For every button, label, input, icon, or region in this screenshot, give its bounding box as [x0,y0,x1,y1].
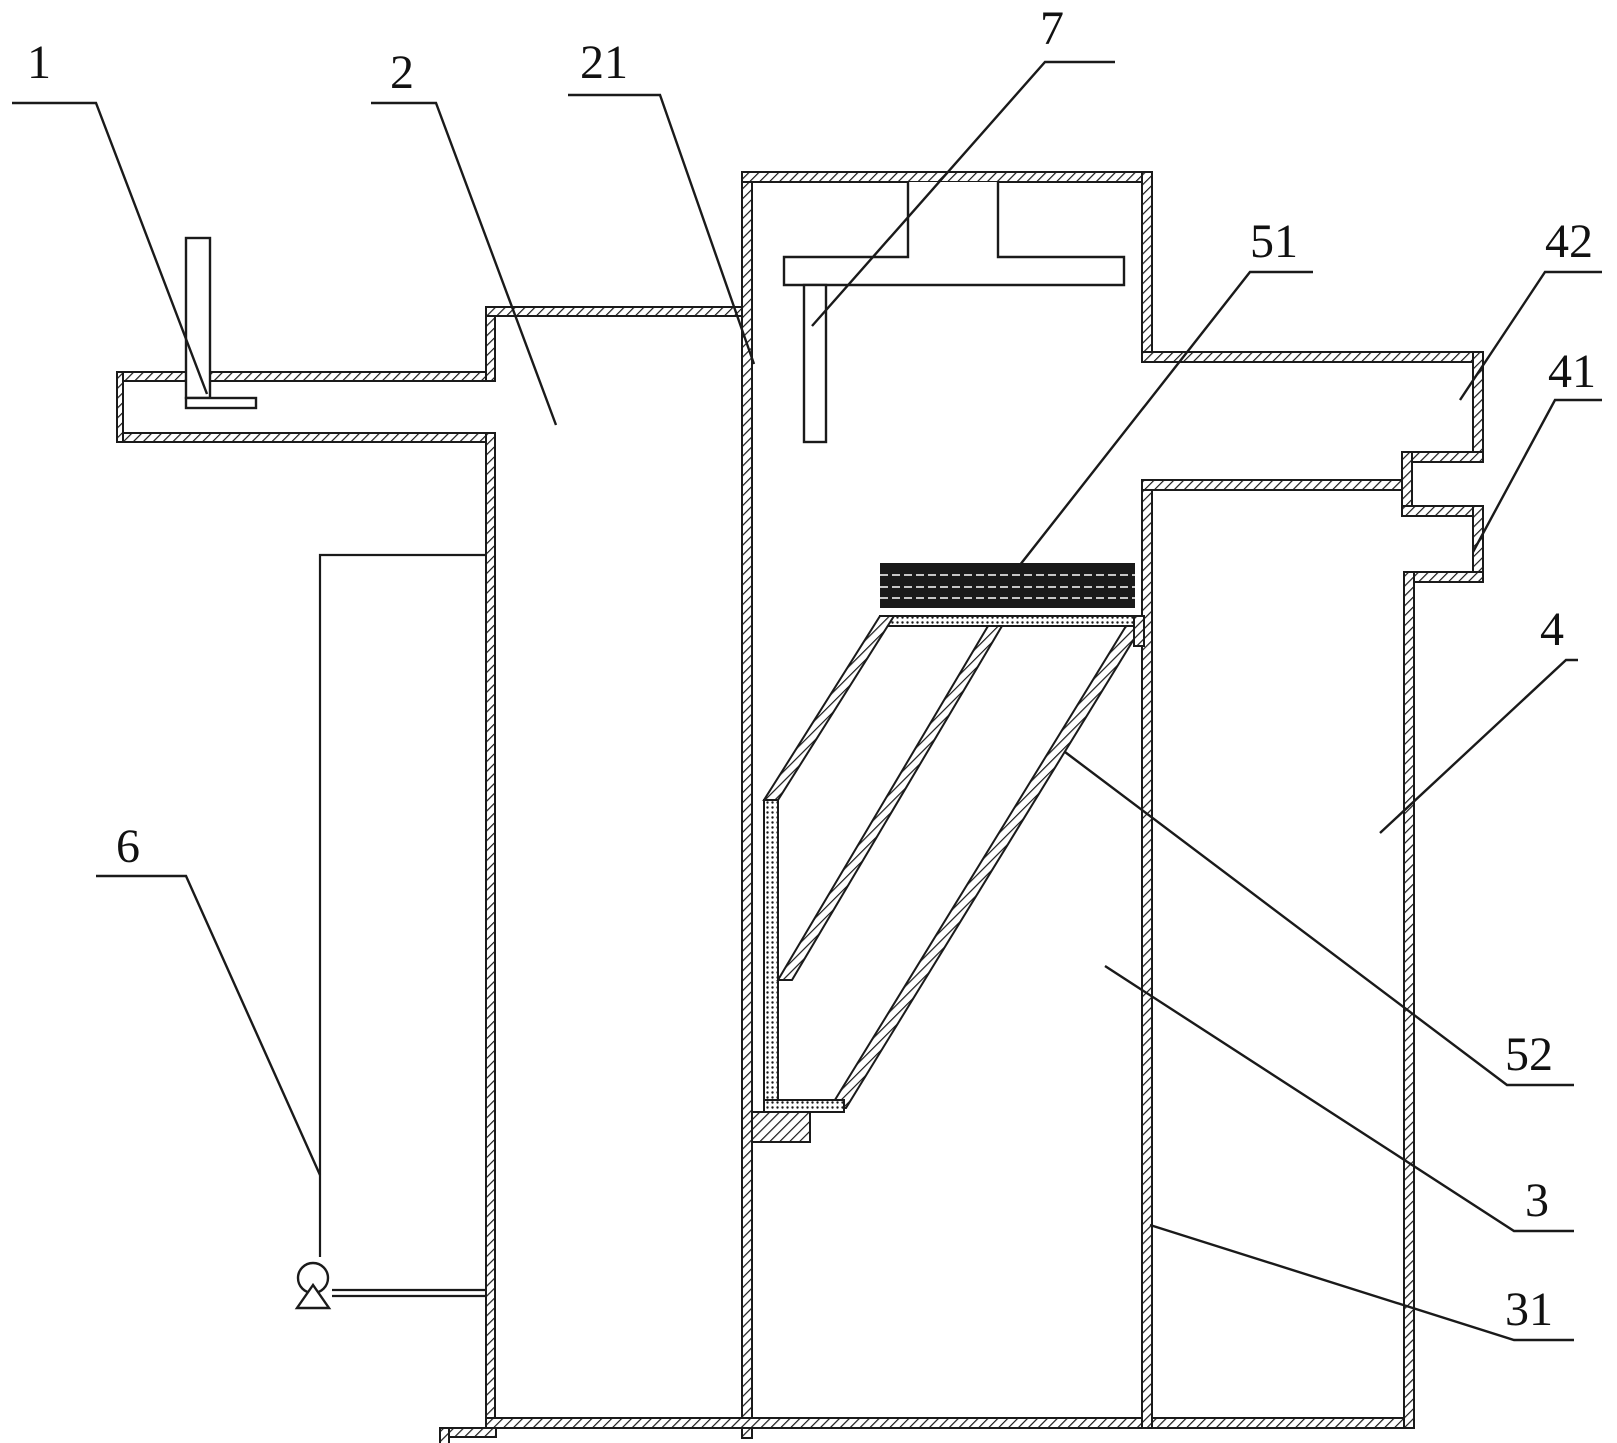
tank-2-walls [116,175,753,1443]
pump-icon [294,1261,332,1310]
filter-block [880,563,1135,608]
label-tank-middle: 3 [1525,1174,1549,1227]
label-wall-middle: 31 [1505,1283,1553,1336]
tank-4-walls [1141,451,1484,1429]
leader-lines [12,60,1602,1342]
tank-3-walls [741,171,1484,1429]
label-inclined-plate: 51 [1250,215,1298,268]
label-tank-first: 2 [390,46,414,99]
stirrer [782,182,1126,444]
labels: 1 2 21 7 51 42 41 4 6 52 3 31 [27,2,1596,1336]
label-stirrer: 7 [1040,2,1064,55]
label-pump: 6 [116,820,140,873]
label-wall-first: 21 [580,36,628,89]
label-outlet-lower: 41 [1548,345,1596,398]
label-inlet-pipe: 1 [27,36,51,89]
pump-line [318,553,486,1298]
tank-bottom [485,1417,1415,1429]
label-outlet-upper: 42 [1545,215,1593,268]
label-tank-outer: 4 [1540,603,1564,656]
inclined-plate-assembly [751,563,1145,1143]
label-plate-tube: 52 [1505,1028,1553,1081]
inlet-pipe [184,236,258,410]
